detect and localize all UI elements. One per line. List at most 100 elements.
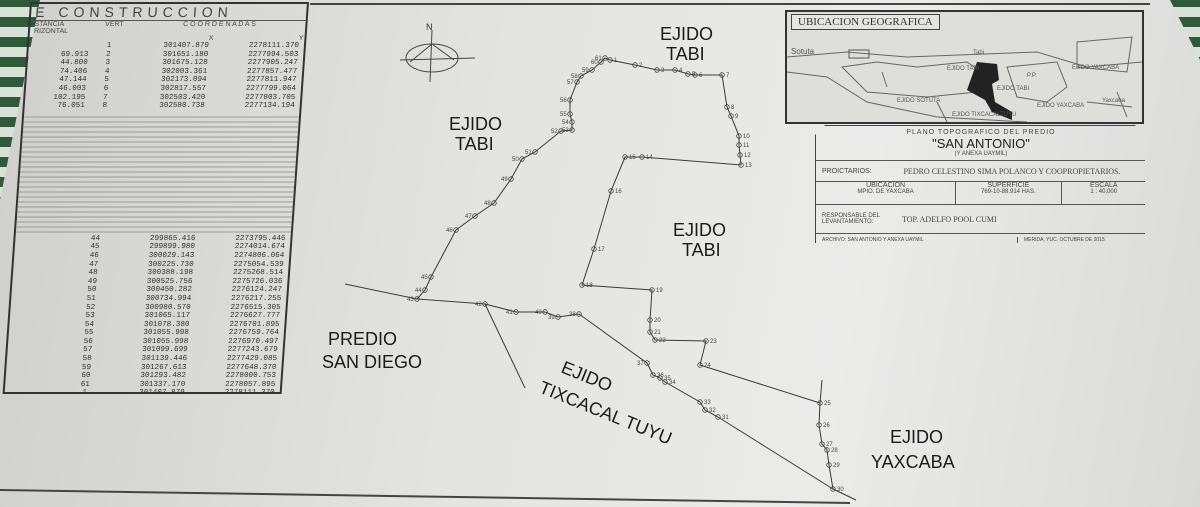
- vertex-marker: [567, 111, 573, 117]
- vertex-label: 58: [571, 74, 578, 80]
- vertex-marker: [598, 59, 604, 65]
- vertex-label: 41: [506, 310, 513, 316]
- property-name: "SAN ANTONIO": [932, 136, 1030, 151]
- vertex-marker: [719, 72, 725, 78]
- label-ejido-yaxcaba-2: YAXCABA: [871, 452, 955, 472]
- plan-heading: PLANO TOPOGRAFICO DEL PREDIO: [906, 129, 1056, 136]
- vertex-marker: [728, 113, 734, 119]
- vertex-label: 54: [562, 120, 569, 126]
- vertex-marker: [736, 142, 742, 148]
- vertex-marker: [608, 188, 614, 194]
- vertex-label: 3: [661, 68, 665, 74]
- vertex-label: 28: [831, 448, 838, 454]
- vertex-marker: [591, 246, 597, 252]
- vertex-marker: [703, 338, 709, 344]
- vertex-marker: [532, 149, 538, 155]
- vertex-marker: [513, 309, 519, 315]
- vertex-label: 45: [421, 275, 428, 281]
- vertex-label: 40: [535, 310, 542, 316]
- vertex-label: 51: [525, 150, 532, 156]
- vertex-label: 4: [679, 68, 683, 74]
- vertex-marker: [491, 200, 497, 206]
- loc-label-ejido-tabi: EJIDO TABI: [947, 66, 979, 72]
- vertex-label: 17: [598, 247, 605, 253]
- label-ejido-yaxcaba-1: EJIDO: [890, 427, 943, 447]
- loc-label-ejido-tixcacaltuyu: EJIDO TIXCACALTUYU: [952, 112, 1016, 118]
- vertex-marker: [578, 73, 584, 79]
- vertex-label: 52: [551, 129, 558, 135]
- loc-label-yaxcaba: Yaxcaba: [1102, 98, 1126, 104]
- vertex-marker: [830, 486, 836, 492]
- vertex-label: 14: [646, 155, 653, 161]
- vertex-label: 23: [710, 339, 717, 345]
- vertex-label: 61: [595, 56, 602, 62]
- vertex-marker: [422, 287, 428, 293]
- boundary-lines: [344, 283, 857, 501]
- loc-label-sotuta: Sotuta: [791, 47, 815, 56]
- vertex-marker: [482, 301, 488, 307]
- vertex-label: 16: [615, 189, 622, 195]
- place-date: MERIDA, YUC. OCTUBRE DE 2015: [1024, 237, 1105, 243]
- vertex-marker: [589, 67, 595, 73]
- vertex-marker: [662, 379, 668, 385]
- vertex-marker: [697, 399, 703, 405]
- vertex-label: 8: [731, 105, 735, 111]
- vertex-marker: [576, 311, 582, 317]
- responsible-label: RESPONSABLE DEL LEVANTAMIENTO:: [822, 213, 880, 225]
- vertex-marker: [602, 55, 608, 61]
- vertex-label: 42: [475, 302, 482, 308]
- vertex-label: 31: [722, 415, 729, 421]
- vertex-label: 60: [591, 60, 598, 66]
- vertex-marker: [819, 441, 825, 447]
- vertex-label: 30: [837, 487, 844, 493]
- vertex-marker: [685, 71, 691, 77]
- vertex-label: 53: [562, 128, 569, 134]
- location-map-title: UBICACION GEOGRAFICA: [791, 14, 940, 30]
- vertex-label: 11: [743, 143, 750, 149]
- vertex-marker: [472, 213, 478, 219]
- vertex-label: 35: [664, 376, 671, 382]
- vertex-label: 7: [726, 73, 730, 79]
- label-ejido-tabi-west-2: TABI: [455, 134, 494, 154]
- loc-label-ejido-sotuta: EJIDO SOTUTA: [897, 98, 940, 104]
- vertex-label: 22: [659, 338, 666, 344]
- archive: ARCHIVO: SAN ANTONIO Y ANEXA UAYMIL: [816, 237, 1018, 243]
- parcel-location-highlight: [967, 62, 1012, 120]
- vertex-label: 13: [745, 163, 752, 169]
- loc-label-ejido-yaxcaba-2: EJIDO YAXCABA: [1037, 103, 1084, 109]
- owners-label: PROICTARIOS:: [822, 167, 872, 175]
- vertex-label: 27: [826, 442, 833, 448]
- vertex-label: 20: [654, 318, 661, 324]
- vertex-marker: [647, 329, 653, 335]
- vertex-label: 48: [484, 201, 491, 207]
- vertex-marker: [579, 282, 585, 288]
- vertex-marker: [652, 337, 658, 343]
- vertex-label: 49: [501, 177, 508, 183]
- label-ejido-tabi-east-2: TABI: [682, 240, 721, 260]
- responsible-value: TOP. ADELFO POOL CUMI: [902, 214, 997, 224]
- vertex-label: 29: [833, 463, 840, 469]
- vertex-label: 9: [735, 114, 739, 120]
- vertex-marker: [508, 176, 514, 182]
- vertex-label: 34: [669, 380, 676, 386]
- vertex-marker: [569, 119, 575, 125]
- vertex-marker: [519, 156, 525, 162]
- vertex-marker: [650, 372, 656, 378]
- vertex-marker: [654, 67, 660, 73]
- vertex-marker: [692, 72, 698, 78]
- vertex-label: 26: [823, 423, 830, 429]
- vertex-label: 39: [548, 315, 555, 321]
- property-annex: (Y ANEXA UAYMIL): [954, 151, 1008, 157]
- vertex-label: 19: [656, 288, 663, 294]
- north-label: N: [426, 22, 433, 32]
- area-label: SUPERFICIE: [987, 182, 1030, 189]
- location-value: MPIO. DE YAXCABA: [857, 189, 914, 195]
- vertex-marker: [574, 79, 580, 85]
- vertex-marker: [649, 287, 655, 293]
- label-ejido-tabi-west-1: EJIDO: [449, 114, 502, 134]
- scale-value: 1 : 40,000: [1090, 189, 1118, 195]
- label-predio-san-diego-2: SAN DIEGO: [322, 352, 422, 372]
- loc-label-ejido-yaxcaba: EJIDO YAXCABA: [1072, 65, 1119, 71]
- vertex-label: 43: [407, 297, 414, 303]
- title-block: PLANO TOPOGRAFICO DEL PREDIO "SAN ANTONI…: [815, 125, 1145, 243]
